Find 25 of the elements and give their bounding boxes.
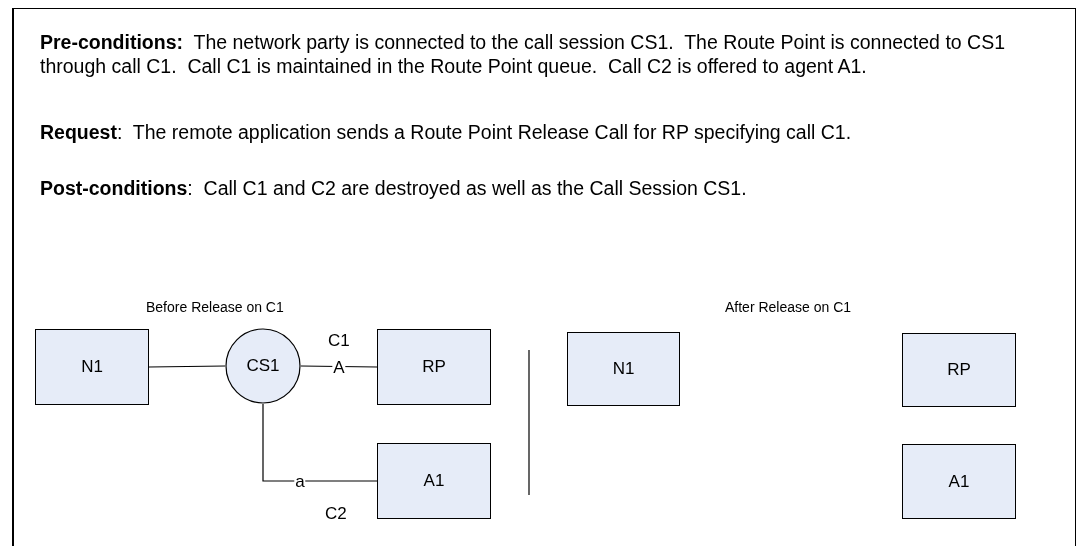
paragraph: Request: The remote application sends a Route Point Release Call for RP specifying call C1.: [40, 120, 853, 144]
process-box: [902, 444, 1016, 519]
process-box: [35, 329, 149, 405]
line-label: C2: [325, 503, 347, 525]
process-box: [377, 329, 491, 405]
process-box: [902, 333, 1016, 407]
connector-line: [262, 403, 378, 482]
caption: Before Release on C1: [146, 298, 284, 317]
line-label: C1: [328, 330, 350, 352]
node-label: N1: [612, 359, 635, 379]
paragraph: Post-conditions: Call C1 and C2 are destroyed as well as the Call Session CS1.: [40, 176, 748, 200]
connector-line: [300, 365, 378, 368]
connector-line: [148, 365, 226, 368]
paragraph: Pre-conditions: The network party is connected to the call session CS1. The Route Point is connected to CS1 through call C1. Call C1 is maintained in the Route Point queue. Call C2 is offered to agent A1.: [40, 30, 1006, 78]
node-label: CS1: [246, 356, 280, 376]
node-label: RP: [947, 360, 971, 380]
process-box: [567, 332, 680, 406]
circle-node: [225, 328, 301, 404]
node-label: N1: [81, 357, 103, 377]
node-label: A1: [423, 471, 445, 491]
node-label: A1: [948, 471, 970, 492]
edge-label: A: [332, 358, 346, 375]
caption: After Release on C1: [725, 298, 852, 317]
node-label: RP: [422, 357, 446, 377]
process-box: [377, 443, 491, 519]
